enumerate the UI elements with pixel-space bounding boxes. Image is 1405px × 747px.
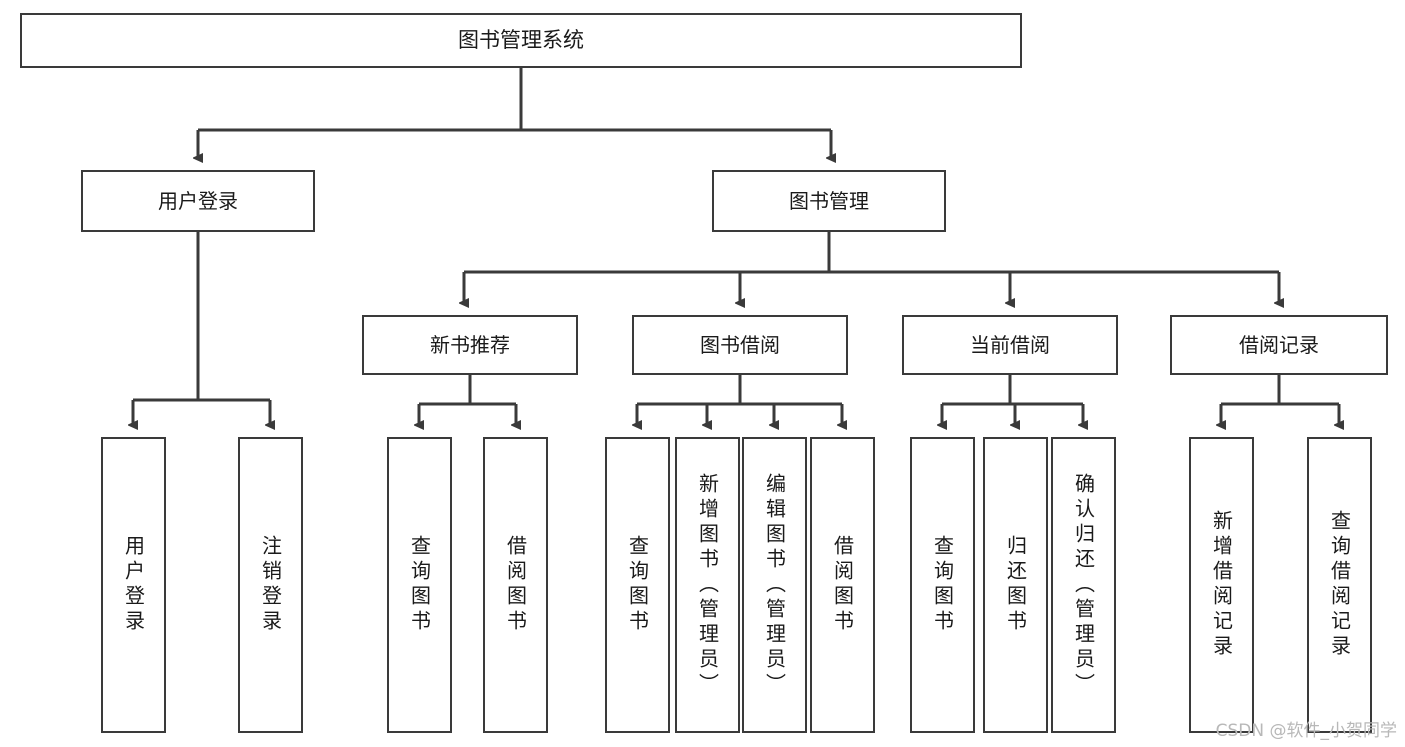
node-borrow-record-label: 借阅记录	[1239, 332, 1319, 357]
node-user-login-label: 用户登录	[158, 188, 238, 213]
node-leaf-add-book-label: 新增图书（管理员）	[695, 472, 720, 698]
node-leaf-edit-book-label: 编辑图书（管理员）	[762, 472, 787, 698]
node-leaf-edit-book[interactable]: 编辑图书（管理员）	[742, 437, 807, 733]
node-leaf-borrow-book-2-label: 借阅图书	[830, 535, 855, 635]
node-book-borrow-label: 图书借阅	[700, 332, 780, 357]
node-current-borrow-label: 当前借阅	[970, 332, 1050, 357]
node-leaf-query-book-2-label: 查询图书	[625, 535, 650, 635]
node-borrow-record[interactable]: 借阅记录	[1170, 315, 1388, 375]
node-new-book-recommend[interactable]: 新书推荐	[362, 315, 578, 375]
node-leaf-confirm-return-label: 确认归还（管理员）	[1071, 472, 1096, 698]
node-root[interactable]: 图书管理系统	[20, 13, 1022, 68]
node-new-book-recommend-label: 新书推荐	[430, 332, 510, 357]
node-book-manage[interactable]: 图书管理	[712, 170, 946, 232]
node-leaf-confirm-return[interactable]: 确认归还（管理员）	[1051, 437, 1116, 733]
node-leaf-query-book-1[interactable]: 查询图书	[387, 437, 452, 733]
node-leaf-query-book-3[interactable]: 查询图书	[910, 437, 975, 733]
node-leaf-logout-label: 注销登录	[258, 535, 283, 635]
node-book-borrow[interactable]: 图书借阅	[632, 315, 848, 375]
node-leaf-return-book-label: 归还图书	[1003, 535, 1028, 635]
node-leaf-borrow-book-2[interactable]: 借阅图书	[810, 437, 875, 733]
node-leaf-add-book[interactable]: 新增图书（管理员）	[675, 437, 740, 733]
node-leaf-add-record[interactable]: 新增借阅记录	[1189, 437, 1254, 733]
node-leaf-user-login[interactable]: 用户登录	[101, 437, 166, 733]
node-leaf-query-book-1-label: 查询图书	[407, 535, 432, 635]
node-leaf-user-login-label: 用户登录	[121, 535, 146, 635]
node-leaf-query-book-3-label: 查询图书	[930, 535, 955, 635]
watermark-text: CSDN @软件_小贺同学	[1215, 721, 1397, 741]
node-leaf-query-record[interactable]: 查询借阅记录	[1307, 437, 1372, 733]
node-current-borrow[interactable]: 当前借阅	[902, 315, 1118, 375]
node-leaf-query-book-2[interactable]: 查询图书	[605, 437, 670, 733]
node-user-login[interactable]: 用户登录	[81, 170, 315, 232]
node-root-label: 图书管理系统	[458, 28, 584, 53]
node-leaf-add-record-label: 新增借阅记录	[1209, 510, 1234, 660]
node-leaf-return-book[interactable]: 归还图书	[983, 437, 1048, 733]
node-leaf-logout[interactable]: 注销登录	[238, 437, 303, 733]
node-leaf-borrow-book-1[interactable]: 借阅图书	[483, 437, 548, 733]
node-leaf-borrow-book-1-label: 借阅图书	[503, 535, 528, 635]
node-leaf-query-record-label: 查询借阅记录	[1327, 510, 1352, 660]
node-book-manage-label: 图书管理	[789, 188, 869, 213]
